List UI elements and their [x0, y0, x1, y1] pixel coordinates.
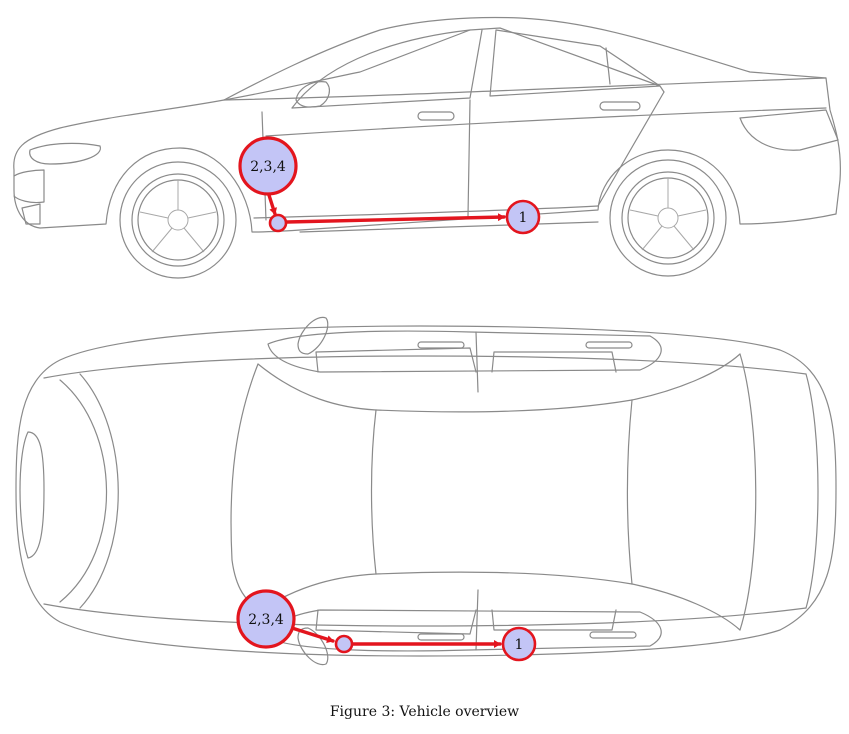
top-marker-2-3-4-label: 2,3,4: [248, 612, 284, 628]
top-marker-1: [501, 626, 537, 662]
figure-caption: Figure 3: Vehicle overview: [329, 704, 520, 720]
side-marker-1: [505, 199, 541, 235]
top-marker-1-label: 1: [515, 637, 524, 653]
side-marker-1-label: 1: [519, 210, 528, 226]
side-view-car: [13, 16, 841, 279]
top-marker-2-3-4: [236, 589, 296, 649]
side-marker-2-3-4: [238, 136, 298, 196]
side-marker-2-3-4-label: 2,3,4: [250, 159, 286, 175]
side-view-markers: 2,3,4 1: [238, 136, 541, 235]
top-arrow-group-to-point: [290, 626, 335, 643]
top-view-markers: 2,3,4 1: [236, 589, 537, 662]
side-small-point-marker: [268, 213, 288, 233]
side-arrow-point-to-1: [285, 213, 506, 224]
top-view-car: [15, 316, 837, 666]
top-small-point-marker: [334, 634, 354, 654]
side-arrow-group-to-point: [266, 190, 277, 216]
